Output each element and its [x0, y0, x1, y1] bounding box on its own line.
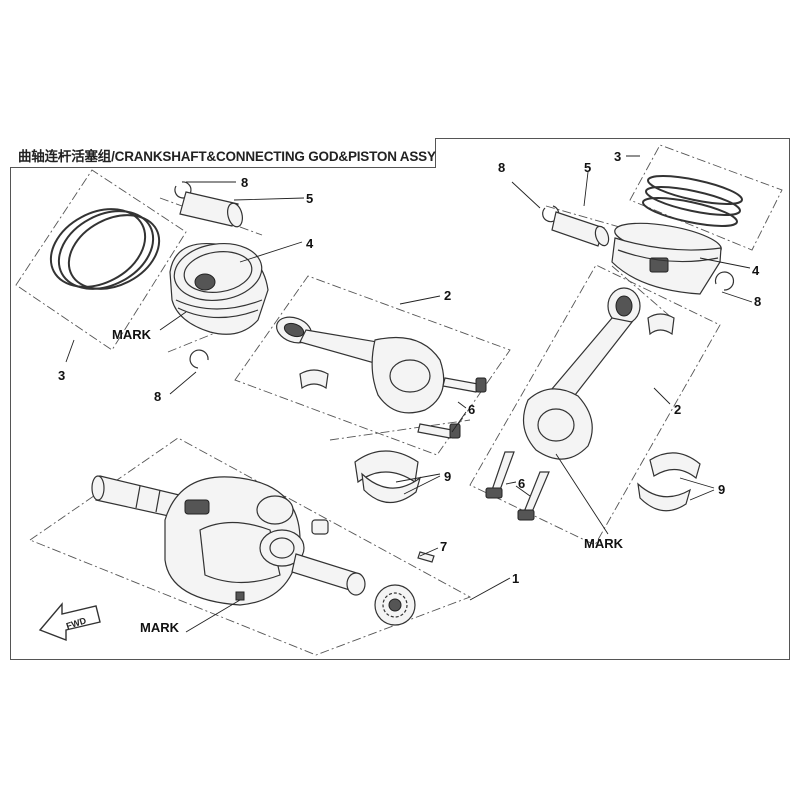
callout-8-right-top: 8 [498, 160, 505, 175]
callout-3-left: 3 [58, 368, 65, 383]
right-rod-bearing-small [647, 313, 675, 336]
left-bearing-line [329, 419, 471, 441]
mark-label-piston: MARK [112, 327, 152, 342]
callout-1-crankshaft: 1 [512, 571, 519, 586]
callout-4-left: 4 [306, 236, 314, 251]
crank-key [417, 551, 435, 563]
callout-5-right: 5 [584, 160, 591, 175]
callout-6-right: 6 [518, 476, 525, 491]
callout-2-left: 2 [444, 288, 451, 303]
left-rod-outline [234, 275, 511, 456]
right-piston-rings [642, 175, 743, 227]
callout-4-right: 4 [752, 263, 760, 278]
callout-2-right: 2 [674, 402, 681, 417]
right-piston [611, 222, 722, 295]
callout-5-left: 5 [306, 191, 313, 206]
crank-gear [374, 584, 416, 626]
right-piston-pin [551, 211, 610, 247]
right-ring-set-outline [629, 144, 783, 251]
right-crank-bearings [637, 452, 701, 512]
right-rod-outline [469, 264, 721, 546]
left-ring-set-outline [15, 169, 187, 351]
crankshaft [91, 475, 366, 606]
right-rod-bolts [485, 451, 550, 521]
mark-label-rod: MARK [584, 536, 624, 551]
right-pin-clip-side [714, 271, 735, 291]
left-piston-rings [49, 208, 161, 290]
right-pin-clip-top [542, 205, 560, 223]
left-connecting-rod [275, 316, 445, 414]
left-piston-pin [179, 191, 243, 228]
callout-8-right-side: 8 [754, 294, 761, 309]
left-rod-bolts [417, 377, 487, 439]
title-box: 曲轴连杆活塞组/CRANKSHAFT&CONNECTING GOD&PISTON… [10, 138, 436, 168]
callout-9-right: 9 [718, 482, 725, 497]
leader-lines [65, 155, 753, 633]
callout-3-right: 3 [614, 149, 621, 164]
left-pin-clip-bottom [189, 349, 209, 369]
right-connecting-rod [522, 287, 641, 460]
diagram-title: 曲轴连杆活塞组/CRANKSHAFT&CONNECTING GOD&PISTON… [18, 149, 436, 164]
right-piston-assembly-line [545, 205, 673, 319]
left-piston [169, 242, 269, 335]
crankshaft-outline [29, 437, 472, 656]
callout-7-key: 7 [440, 539, 447, 554]
fwd-arrow-icon: FWD [38, 602, 101, 642]
callout-9-left: 9 [444, 469, 451, 484]
callout-8-left-top: 8 [241, 175, 248, 190]
left-crank-bearings [354, 450, 422, 504]
callout-6-left: 6 [468, 402, 475, 417]
callout-8-left-bottom: 8 [154, 389, 161, 404]
mark-label-crank: MARK [140, 620, 180, 635]
left-rod-bearing-small [299, 369, 329, 390]
